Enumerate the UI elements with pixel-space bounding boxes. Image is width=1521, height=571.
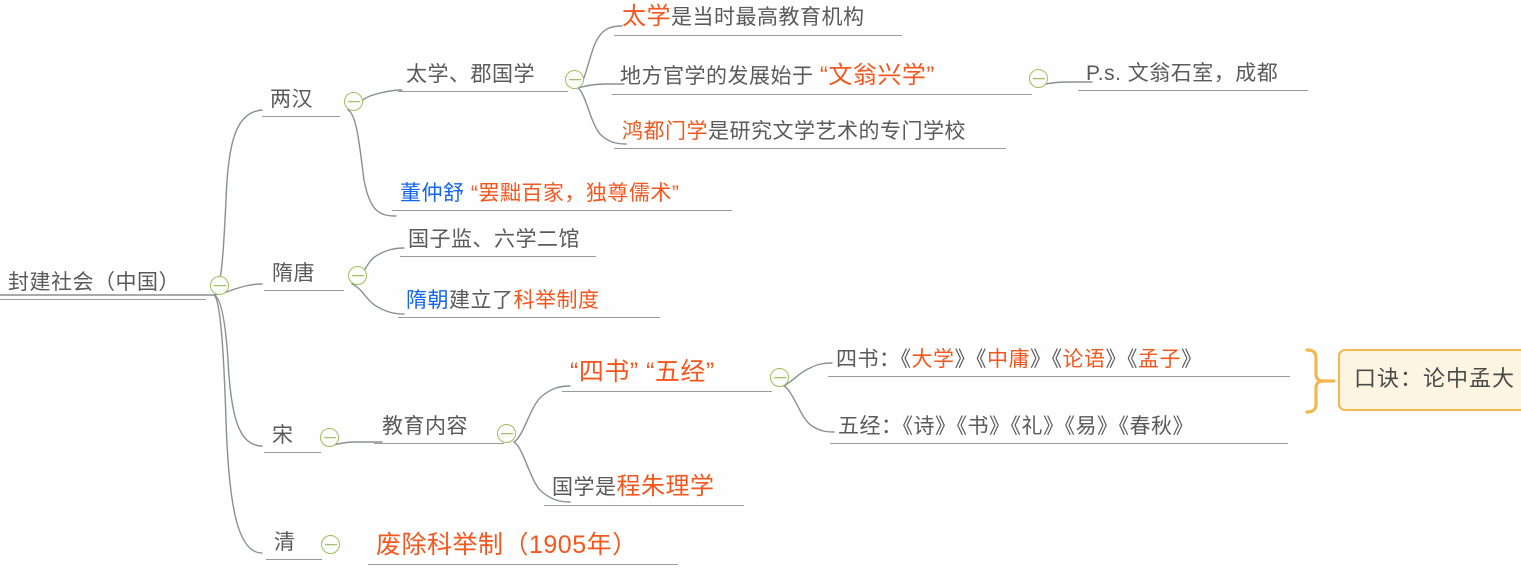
node-wujing-list[interactable]: 五经：《诗》《书》《礼》《易》《春秋》 xyxy=(830,415,1288,445)
node-taixue-junguoxue-underline xyxy=(398,91,568,93)
node-suichao-keju-dynasty: 隋朝 xyxy=(406,289,449,312)
node-sishu-list-underline xyxy=(828,376,1290,378)
node-wujing-list-label: 五经：《诗》《书》《礼》《易》《春秋》 xyxy=(838,415,1194,438)
root-node-label: 封建社会（中国） xyxy=(8,271,180,294)
book-daxue: 大学 xyxy=(911,348,955,371)
node-difang-guanxue-underline xyxy=(612,93,1032,95)
node-qing-label: 清 xyxy=(274,531,296,554)
node-guozijian-label: 国子监、六学二馆 xyxy=(408,228,580,251)
node-jiaoyu-neirong-underline xyxy=(374,443,504,445)
bracket-close-2: 》 xyxy=(1030,348,1052,371)
toggle-root[interactable] xyxy=(210,276,229,295)
node-guoxue-chengzhu-text: 国学是 xyxy=(552,476,617,499)
bracket-close-1: 》 xyxy=(954,348,976,371)
node-guoxue-chengzhu-underline xyxy=(544,504,744,506)
node-qing-underline xyxy=(266,559,322,561)
node-lianghan-underline xyxy=(262,116,340,118)
toggle-sishu-wujing[interactable] xyxy=(770,368,789,387)
node-taixue-desc-term: 太学 xyxy=(622,3,671,30)
node-guozijian-underline xyxy=(400,256,596,258)
sishu-list-prefix: 四书： xyxy=(836,348,901,371)
bracket-open-4: 《 xyxy=(1127,348,1138,371)
node-feichu-keju[interactable]: 废除科举制（1905年） xyxy=(368,531,678,565)
koujue-callout-label: 口诀：论中孟大 xyxy=(1354,366,1516,391)
node-suichao-keju-object: 科举制度 xyxy=(513,289,600,312)
node-jiaoyu-neirong[interactable]: 教育内容 xyxy=(374,415,504,445)
book-lunyu: 论语 xyxy=(1062,348,1106,371)
node-difang-guanxue-text: 地方官学的发展始于 xyxy=(620,65,820,88)
node-suitang[interactable]: 隋唐 xyxy=(264,262,344,292)
toggle-jiaoyu-neirong[interactable] xyxy=(497,424,516,443)
toggle-taixue-junguoxue[interactable] xyxy=(565,70,584,89)
node-taixue-junguoxue-label: 太学、郡国学 xyxy=(406,63,535,86)
node-feichu-keju-underline xyxy=(368,563,678,565)
node-wenweng-shishi[interactable]: P.s. 文翁石室，成都 xyxy=(1078,62,1308,92)
node-lianghan[interactable]: 两汉 xyxy=(262,88,340,118)
node-feichu-keju-label: 废除科举制（1905年） xyxy=(376,531,638,559)
node-hongdu-menxue-underline xyxy=(614,148,1006,150)
root-node[interactable]: 封建社会（中国） xyxy=(0,271,206,301)
node-wujing-list-underline xyxy=(830,443,1288,445)
node-song[interactable]: 宋 xyxy=(264,424,321,454)
node-hongdu-menxue[interactable]: 鸿都门学是研究文学艺术的专门学校 xyxy=(614,120,1006,150)
toggle-song[interactable] xyxy=(320,428,339,447)
bracket-open-3: 《 xyxy=(1051,348,1063,371)
node-dongzhongshu[interactable]: 董仲舒 “罢黜百家，独尊儒术” xyxy=(392,182,732,212)
book-mengzi: 孟子 xyxy=(1138,348,1181,371)
node-dongzhongshu-underline xyxy=(392,210,732,212)
bracket-open-2: 《 xyxy=(976,348,987,371)
node-sishu-wujing-underline xyxy=(562,390,772,392)
node-lianghan-label: 两汉 xyxy=(270,88,313,111)
bracket-close-3: 》 xyxy=(1105,348,1127,371)
toggle-lianghan[interactable] xyxy=(344,92,363,111)
node-difang-guanxue[interactable]: 地方官学的发展始于 “文翁兴学” xyxy=(612,62,1032,95)
koujue-callout[interactable]: 口诀：论中孟大 xyxy=(1338,349,1521,411)
node-suichao-keju[interactable]: 隋朝建立了科举制度 xyxy=(398,289,660,319)
node-taixue-desc[interactable]: 太学是当时最高教育机构 xyxy=(614,3,902,36)
node-suichao-keju-underline xyxy=(398,317,660,319)
node-sishu-list[interactable]: 四书：《大学》《中庸》《论语》《孟子》 xyxy=(828,348,1290,378)
node-hongdu-menxue-text: 是研究文学艺术的专门学校 xyxy=(708,120,966,143)
node-dongzhongshu-name: 董仲舒 xyxy=(400,182,465,205)
book-zhongyong: 中庸 xyxy=(987,348,1030,371)
node-wenweng-shishi-label: P.s. 文翁石室，成都 xyxy=(1086,62,1279,85)
node-taixue-junguoxue[interactable]: 太学、郡国学 xyxy=(398,63,568,93)
node-hongdu-menxue-term: 鸿都门学 xyxy=(622,120,708,143)
node-qing[interactable]: 清 xyxy=(266,531,322,561)
node-guoxue-chengzhu[interactable]: 国学是程朱理学 xyxy=(544,473,744,506)
node-difang-guanxue-term: “文翁兴学” xyxy=(819,62,935,89)
node-song-underline xyxy=(264,452,321,454)
node-dongzhongshu-quote: “罢黜百家，独尊儒术” xyxy=(464,182,680,205)
node-wenweng-shishi-underline xyxy=(1078,90,1308,92)
node-suitang-label: 隋唐 xyxy=(272,262,315,285)
node-suitang-underline xyxy=(264,290,344,292)
node-guozijian[interactable]: 国子监、六学二馆 xyxy=(400,228,596,258)
node-suichao-keju-verb: 建立了 xyxy=(449,289,514,312)
node-taixue-desc-underline xyxy=(614,34,902,36)
toggle-difang-guanxue[interactable] xyxy=(1029,69,1048,88)
node-sishu-wujing[interactable]: “四书” “五经” xyxy=(562,358,772,392)
node-jiaoyu-neirong-label: 教育内容 xyxy=(382,415,468,438)
bracket-open-1: 《 xyxy=(900,348,912,371)
bracket-close-4: 》 xyxy=(1181,348,1203,371)
node-sishu-wujing-label: “四书” “五经” xyxy=(570,358,715,386)
toggle-suitang[interactable] xyxy=(348,266,367,285)
node-guoxue-chengzhu-term: 程朱理学 xyxy=(616,473,715,500)
node-taixue-desc-text: 是当时最高教育机构 xyxy=(671,6,865,29)
toggle-qing[interactable] xyxy=(321,535,340,554)
node-song-label: 宋 xyxy=(272,424,294,447)
root-node-underline xyxy=(0,299,206,301)
